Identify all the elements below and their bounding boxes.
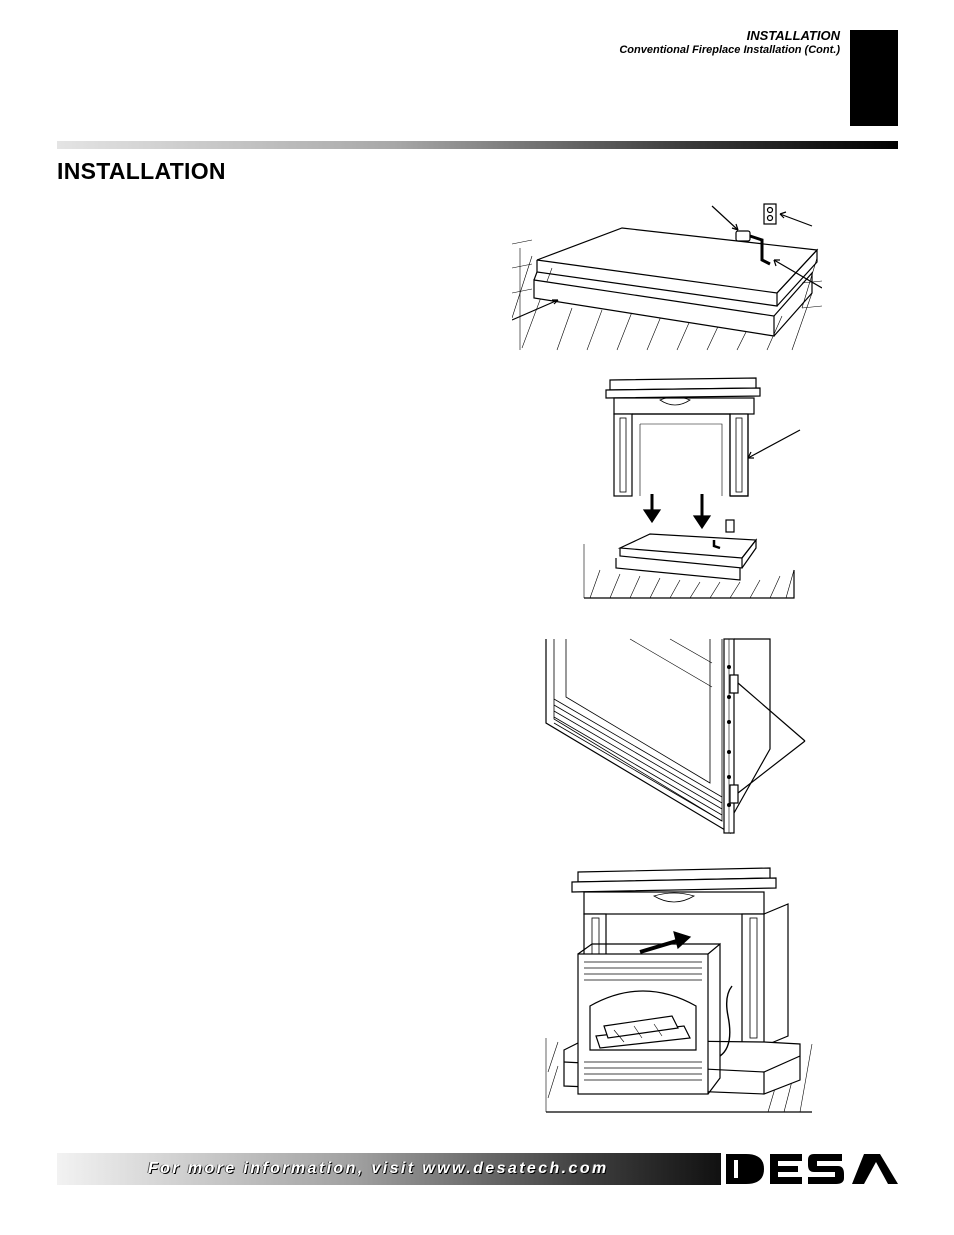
page-title: INSTALLATION <box>57 158 226 184</box>
header-section-title: INSTALLATION <box>746 28 840 43</box>
section-tab <box>850 30 898 126</box>
footer-link-text: For more information, visit www.desatech… <box>148 1160 609 1177</box>
header-rule <box>57 141 898 149</box>
figure-assembled-fireplace <box>544 866 814 1114</box>
header-subsection-title: Conventional Fireplace Installation (Con… <box>619 44 840 56</box>
desa-logo <box>724 1152 900 1191</box>
figure-mantel-placement <box>580 370 805 602</box>
footer-bar <box>57 1153 721 1185</box>
figure-cabinet-attach <box>540 637 810 837</box>
figure-hearth-base <box>512 198 822 353</box>
page-header: INSTALLATION Conventional Fireplace Inst… <box>619 28 840 57</box>
